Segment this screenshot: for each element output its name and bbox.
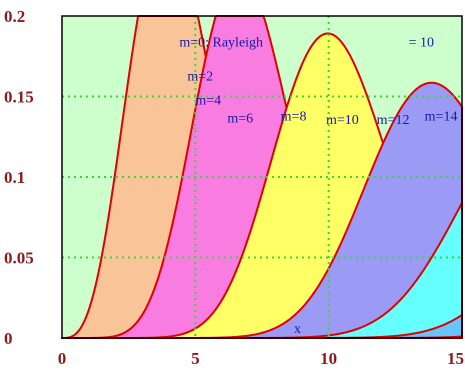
y-tick-label: 0.15 bbox=[4, 88, 34, 107]
curve-annotation: m=0: Rayleigh bbox=[179, 36, 263, 51]
plot-frame bbox=[61, 15, 463, 339]
curve-annotation: m=14 bbox=[425, 110, 458, 125]
x-axis-label: x bbox=[294, 322, 301, 337]
y-axis-ticks: 0 0.05 0.1 0.15 0.2 bbox=[4, 7, 34, 348]
x-tick-label: 15 bbox=[447, 349, 464, 368]
curve-annotation: = 10 bbox=[409, 36, 434, 51]
curve-annotation: m=8 bbox=[281, 110, 307, 125]
y-tick-label: 0.05 bbox=[4, 249, 34, 268]
x-tick-label: 10 bbox=[320, 349, 337, 368]
x-tick-label: 5 bbox=[191, 349, 200, 368]
y-tick-label: 0.1 bbox=[4, 168, 25, 187]
y-tick-label: 0.2 bbox=[4, 7, 25, 26]
grid-lines bbox=[62, 16, 462, 338]
curve-annotation: m=12 bbox=[377, 113, 410, 128]
y-tick-label: 0 bbox=[4, 329, 13, 348]
x-tick-label: 0 bbox=[58, 349, 67, 368]
curve-annotation: m=6 bbox=[227, 111, 253, 126]
curve-annotation: m=4 bbox=[195, 94, 221, 109]
curve-annotation: m=10 bbox=[326, 113, 359, 128]
annotations: m=0: Rayleigh = 10 m=2 m=4 m=6 m=8 m=10 m=12 m=1… bbox=[179, 36, 457, 128]
x-axis-ticks: 0 5 10 15 bbox=[58, 349, 464, 368]
curve-annotation: m=2 bbox=[187, 69, 213, 84]
